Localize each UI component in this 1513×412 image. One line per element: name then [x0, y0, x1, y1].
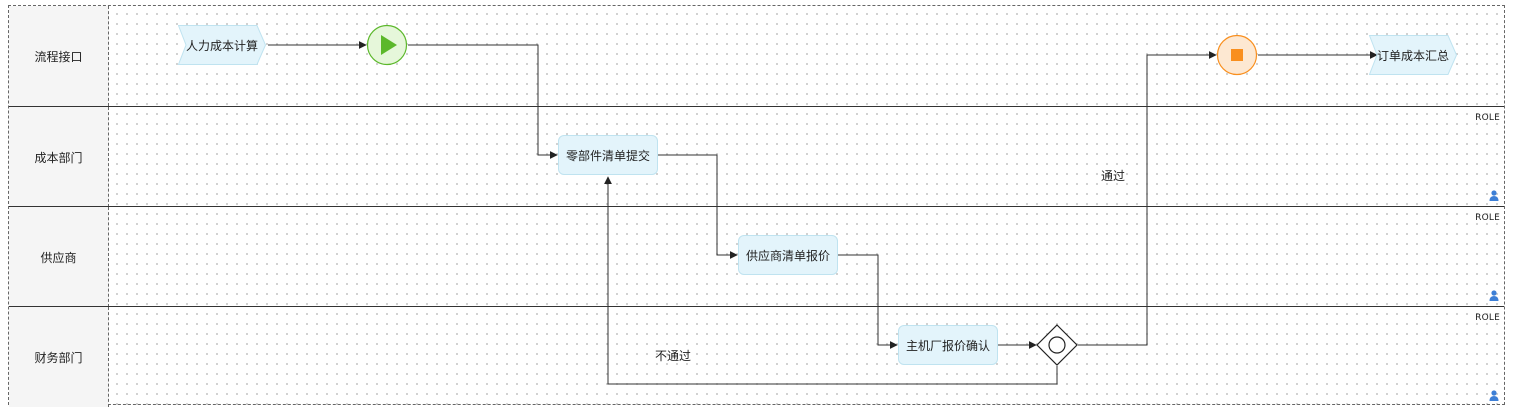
start-event[interactable] [366, 24, 408, 66]
interface-label: 人力成本计算 [185, 38, 258, 53]
user-icon [1489, 290, 1499, 301]
interface-shape [178, 25, 266, 65]
lane-label: 成本部门 [9, 107, 109, 207]
role-label: ROLE [1475, 313, 1500, 323]
role-label: ROLE [1475, 113, 1500, 123]
task-supplier-quote[interactable]: 供应商清单报价 [738, 235, 838, 275]
interface-label: 订单成本汇总 [1376, 48, 1449, 63]
swimlane-diagram: 流程接口 成本部门 ROLE 供应商 ROLE 财务部门 ROLE [8, 5, 1505, 407]
lane-cost-dept: 成本部门 ROLE [9, 106, 1504, 207]
role-label: ROLE [1475, 213, 1500, 223]
task-oem-quote-confirm[interactable]: 主机厂报价确认 [898, 325, 998, 365]
edge-label-pass: 通过 [1101, 169, 1126, 183]
user-icon [1489, 390, 1499, 401]
exclusive-gateway[interactable] [1036, 324, 1078, 366]
lane-process-interface: 流程接口 [9, 6, 1504, 106]
lane-label: 供应商 [9, 207, 109, 307]
user-icon [1489, 190, 1499, 201]
interface-shape [1369, 35, 1457, 75]
lane-finance-dept: 财务部门 ROLE [9, 306, 1504, 407]
lane-label: 流程接口 [9, 6, 109, 106]
end-event[interactable] [1216, 34, 1258, 76]
lane-label: 财务部门 [9, 307, 109, 407]
interface-order-summary[interactable]: 订单成本汇总 [1369, 35, 1457, 75]
task-parts-list-submit[interactable]: 零部件清单提交 [558, 135, 658, 175]
interface-labor-cost[interactable]: 人力成本计算 [178, 25, 266, 65]
edge-label-fail: 不通过 [655, 349, 692, 363]
